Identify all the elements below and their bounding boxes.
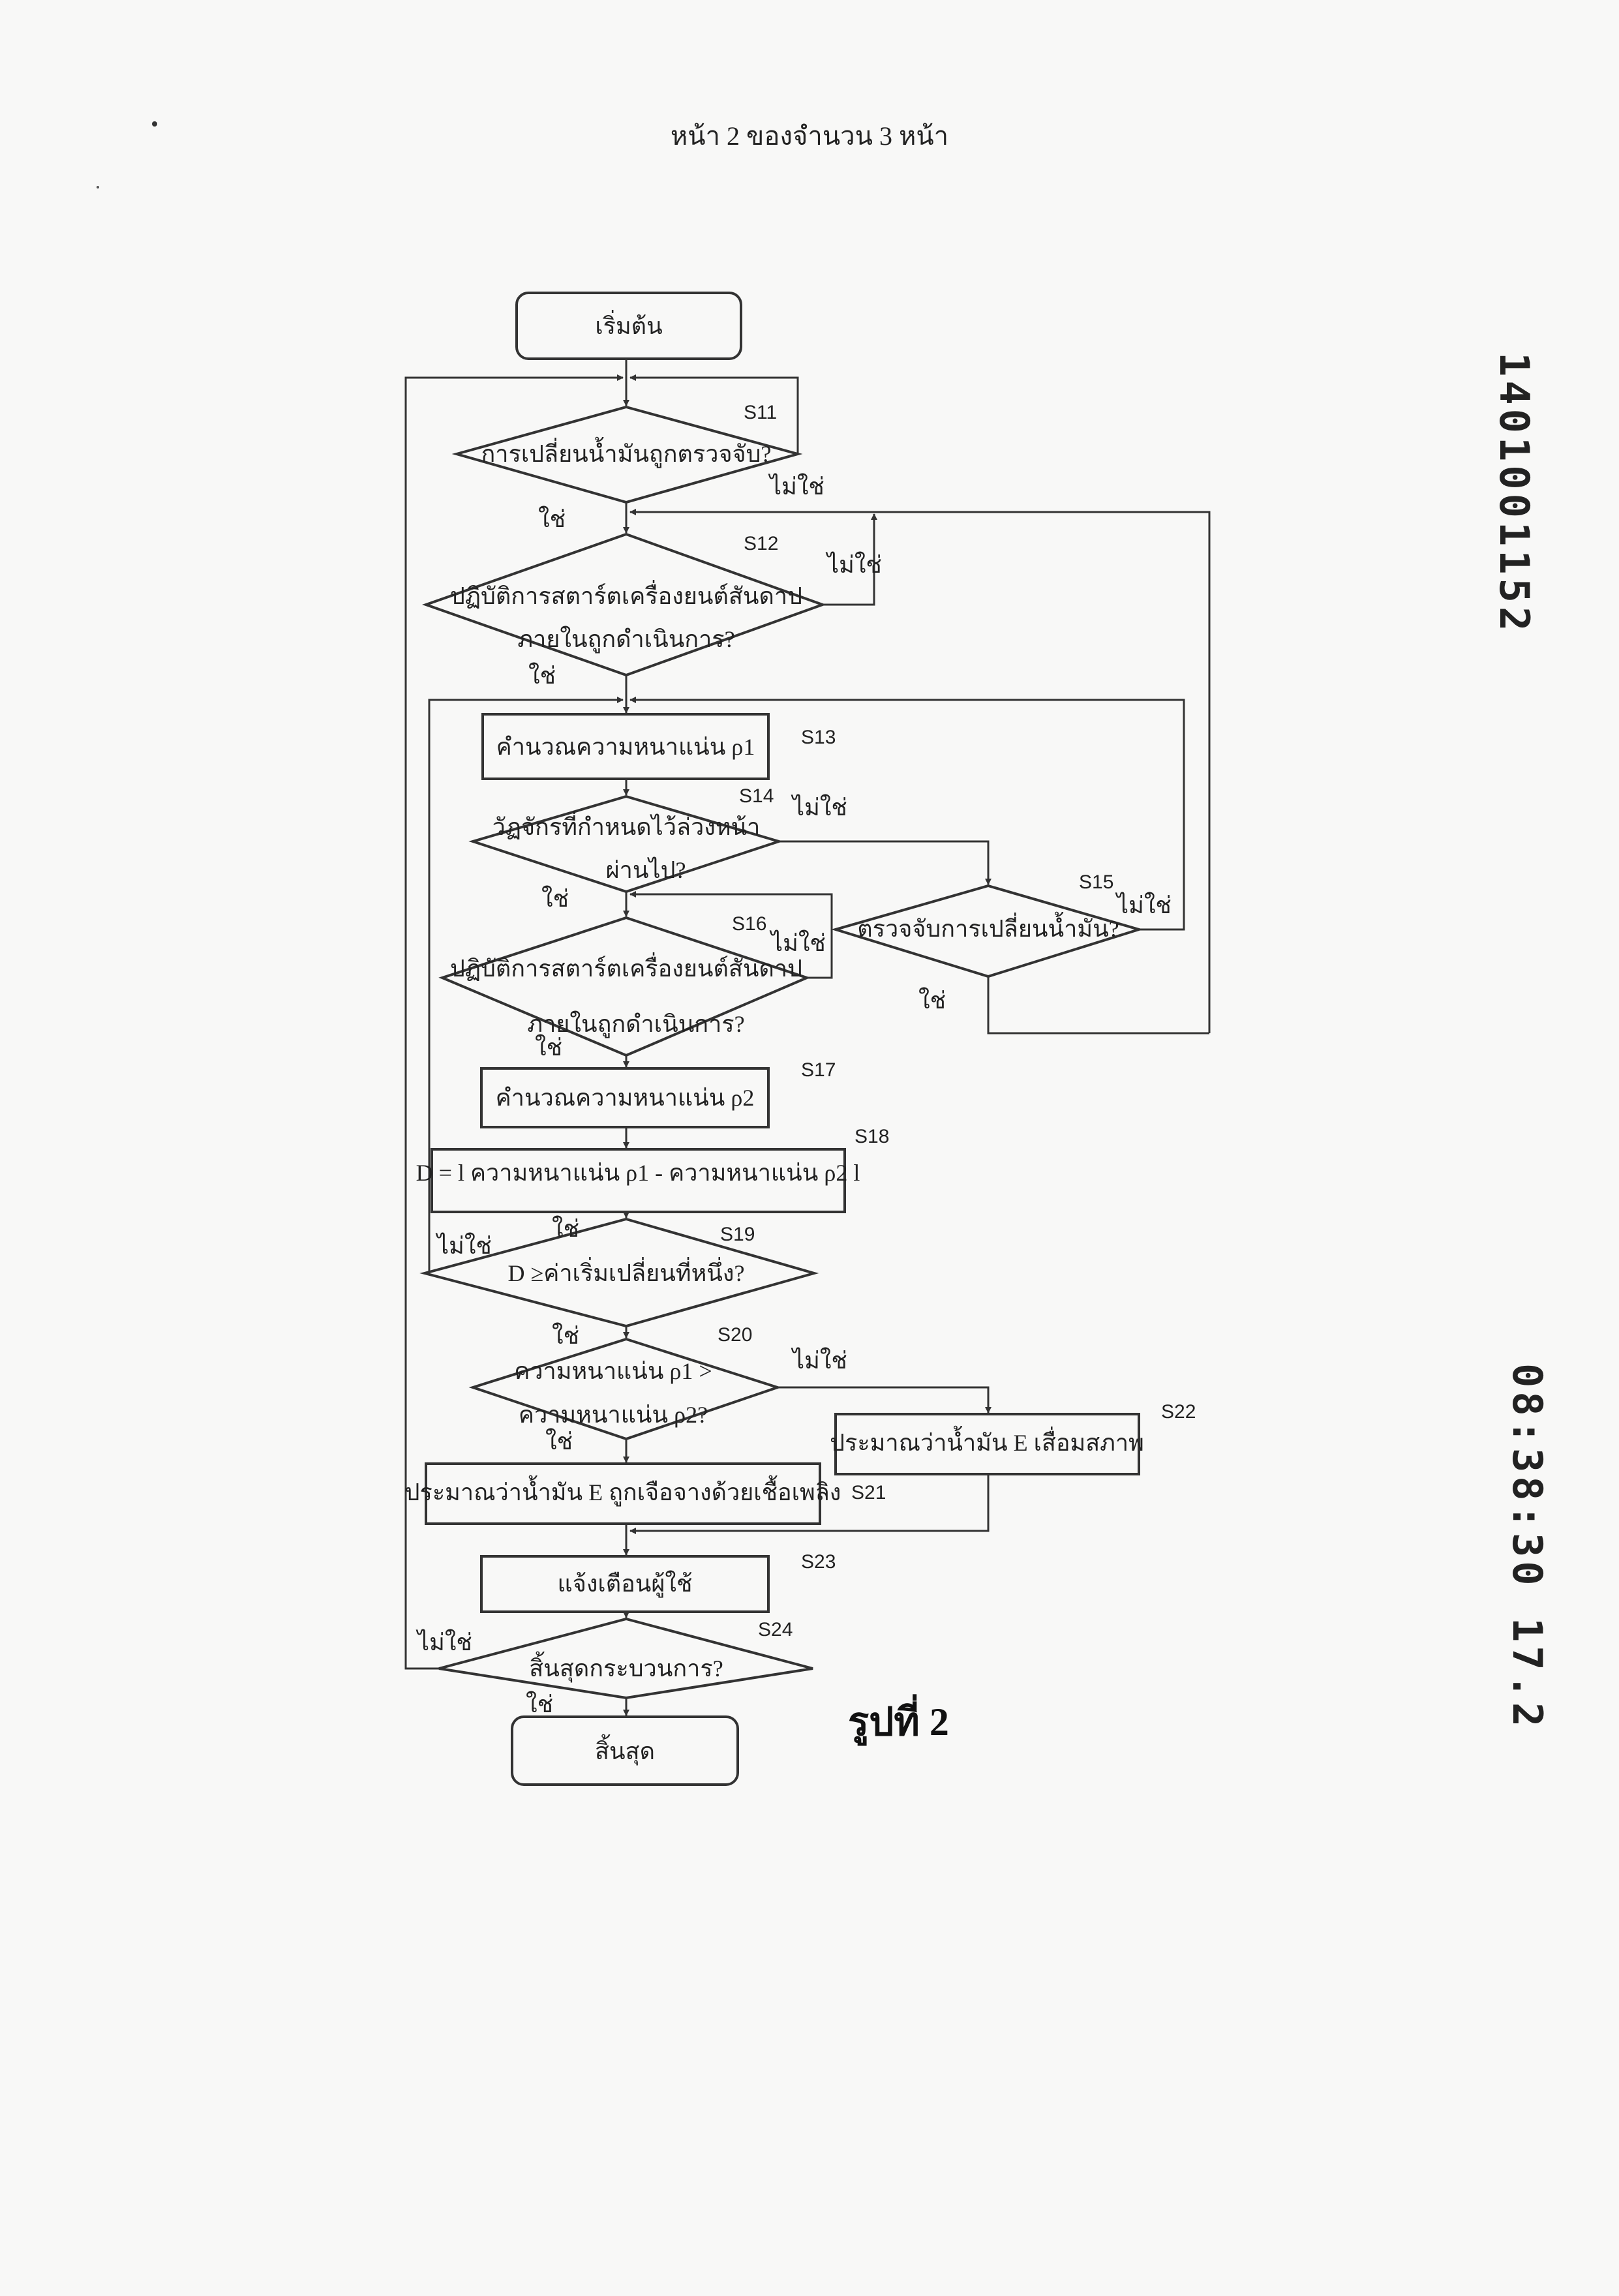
decision-s24	[438, 1617, 813, 1700]
s23-id: S23	[801, 1551, 836, 1573]
s14-text-line1: วัฏจักรที่กำหนดไว้ล่วงหน้า	[492, 811, 761, 840]
s18-text: D = l ความหนาแน่น ρ1 - ความหนาแน่น ρ2 l	[416, 1160, 860, 1186]
loop-s15-no	[629, 697, 1185, 931]
s13-text: คำนวณความหนาแน่น ρ1	[496, 734, 755, 760]
scan-speck	[97, 186, 99, 189]
s12-yes-label: ใช่	[528, 662, 556, 689]
stamp-time: 08:38:30 17.2	[1504, 1363, 1551, 1730]
end-label: สิ้นสุด	[595, 1734, 655, 1766]
arrow-s22-merge	[629, 1474, 990, 1534]
s20-yes-label-top: ใช่	[552, 1322, 579, 1349]
s15-yes-label: ใช่	[918, 987, 946, 1014]
s12-text-line1: ปฏิบัติการสตาร์ตเครื่องยนต์สันดาป	[450, 580, 802, 609]
process-s18	[431, 1148, 846, 1213]
s14-id: S14	[739, 785, 774, 807]
s22-text: ประมาณว่าน้ำมัน E เสื่อมสภาพ	[830, 1425, 1144, 1456]
loop-s16-no	[629, 891, 833, 979]
s24-text: สิ้นสุดกระบวนการ?	[529, 1651, 723, 1683]
s11-id: S11	[744, 402, 777, 423]
decision-s11	[451, 405, 803, 504]
s11-yes-label: ใช่	[538, 506, 566, 532]
page-header: หน้า 2 ของจำนวน 3 หน้า	[671, 121, 948, 151]
scan-speck	[152, 121, 157, 127]
s15-no-label: ไม่ใช่	[1115, 892, 1172, 918]
s12-text-line2: ภายในถูกดำเนินการ?	[517, 626, 734, 654]
arrow-s14-no-s15	[779, 840, 991, 885]
connectors	[404, 359, 1211, 1716]
s14-no-label: ไม่ใช่	[791, 794, 847, 821]
s12-no-label: ไม่ใช่	[825, 551, 882, 578]
s16-text-line2: ภายในถูกดำเนินการ?	[527, 1010, 744, 1038]
line-s15-yes	[987, 976, 1209, 1035]
s20-text-line1: ความหนาแน่น ρ1 >	[514, 1358, 712, 1384]
process-s21	[425, 1462, 821, 1525]
s14-yes-label: ใช่	[541, 885, 569, 912]
s14-text-line2: ผ่านไป?	[606, 856, 686, 883]
s21-text: ประมาณว่าน้ำมัน E ถูกเจือจางด้วยเชื้อเพล…	[405, 1475, 841, 1507]
s20-no-label: ไม่ใช่	[791, 1347, 847, 1374]
figure-label: รูปที่ 2	[848, 1694, 949, 1746]
process-s23	[480, 1555, 770, 1613]
s20-text-line2: ความหนาแน่น ρ2?	[519, 1402, 708, 1428]
decision-s12	[421, 532, 826, 677]
s18-id: S18	[855, 1126, 889, 1147]
loop-s24-no	[404, 374, 624, 1670]
loop-s11-no	[629, 374, 799, 454]
start-terminal	[515, 292, 742, 360]
s19-text: D ≥ค่าเริ่มเปลี่ยนที่หนึ่ง?	[508, 1257, 745, 1286]
s16-id: S16	[732, 913, 766, 935]
process-s17	[480, 1067, 770, 1128]
decision-s19	[419, 1217, 819, 1328]
s20-id: S20	[718, 1324, 752, 1346]
s16-yes-label: ใช่	[535, 1034, 562, 1061]
loop-s15-yes-return	[629, 509, 1211, 1033]
arrow-s20-no-s22	[778, 1386, 991, 1413]
s17-id: S17	[801, 1059, 836, 1081]
s15-id: S15	[1079, 871, 1113, 893]
s17-text: คำนวณความหนาแน่น ρ2	[496, 1085, 755, 1111]
start-label: เริ่มต้น	[595, 310, 662, 339]
decision-s14	[468, 794, 783, 894]
s16-text-line1: ปฏิบัติการสตาร์ตเครื่องยนต์สันดาป	[450, 952, 802, 982]
process-s13	[481, 713, 770, 780]
s19-id: S19	[720, 1224, 755, 1245]
s13-id: S13	[801, 727, 836, 748]
s20-yes-label: ใช่	[545, 1428, 573, 1455]
s24-no-label: ไม่ใช่	[416, 1629, 472, 1655]
decision-s20	[468, 1337, 782, 1441]
s23-text: แจ้งเตือนผู้ใช้	[558, 1570, 693, 1598]
s15-text: ตรวจจับการเปลี่ยนน้ำมัน?	[857, 911, 1119, 942]
decision-s15	[830, 884, 1143, 978]
s16-no-label: ไม่ใช่	[769, 929, 826, 956]
loop-s12-no	[823, 513, 877, 606]
s19-yes-label: ใช่	[552, 1215, 579, 1242]
decision-s16	[438, 916, 811, 1057]
s12-id: S12	[744, 533, 778, 554]
end-terminal	[511, 1715, 739, 1786]
stamp-number: 1401001152	[1490, 352, 1538, 635]
s21-id: S21	[851, 1482, 886, 1503]
s19-no-label: ไม่ใช่	[435, 1232, 492, 1259]
s11-no-label: ไม่ใช่	[768, 473, 825, 500]
s22-id: S22	[1161, 1401, 1196, 1423]
loop-s19-no	[425, 697, 624, 1275]
process-s22	[834, 1413, 1140, 1475]
s24-id: S24	[758, 1619, 793, 1640]
s11-text: การเปลี่ยนน้ำมันถูกตรวจจับ?	[481, 436, 772, 468]
s24-yes-label: ใช่	[526, 1691, 553, 1717]
